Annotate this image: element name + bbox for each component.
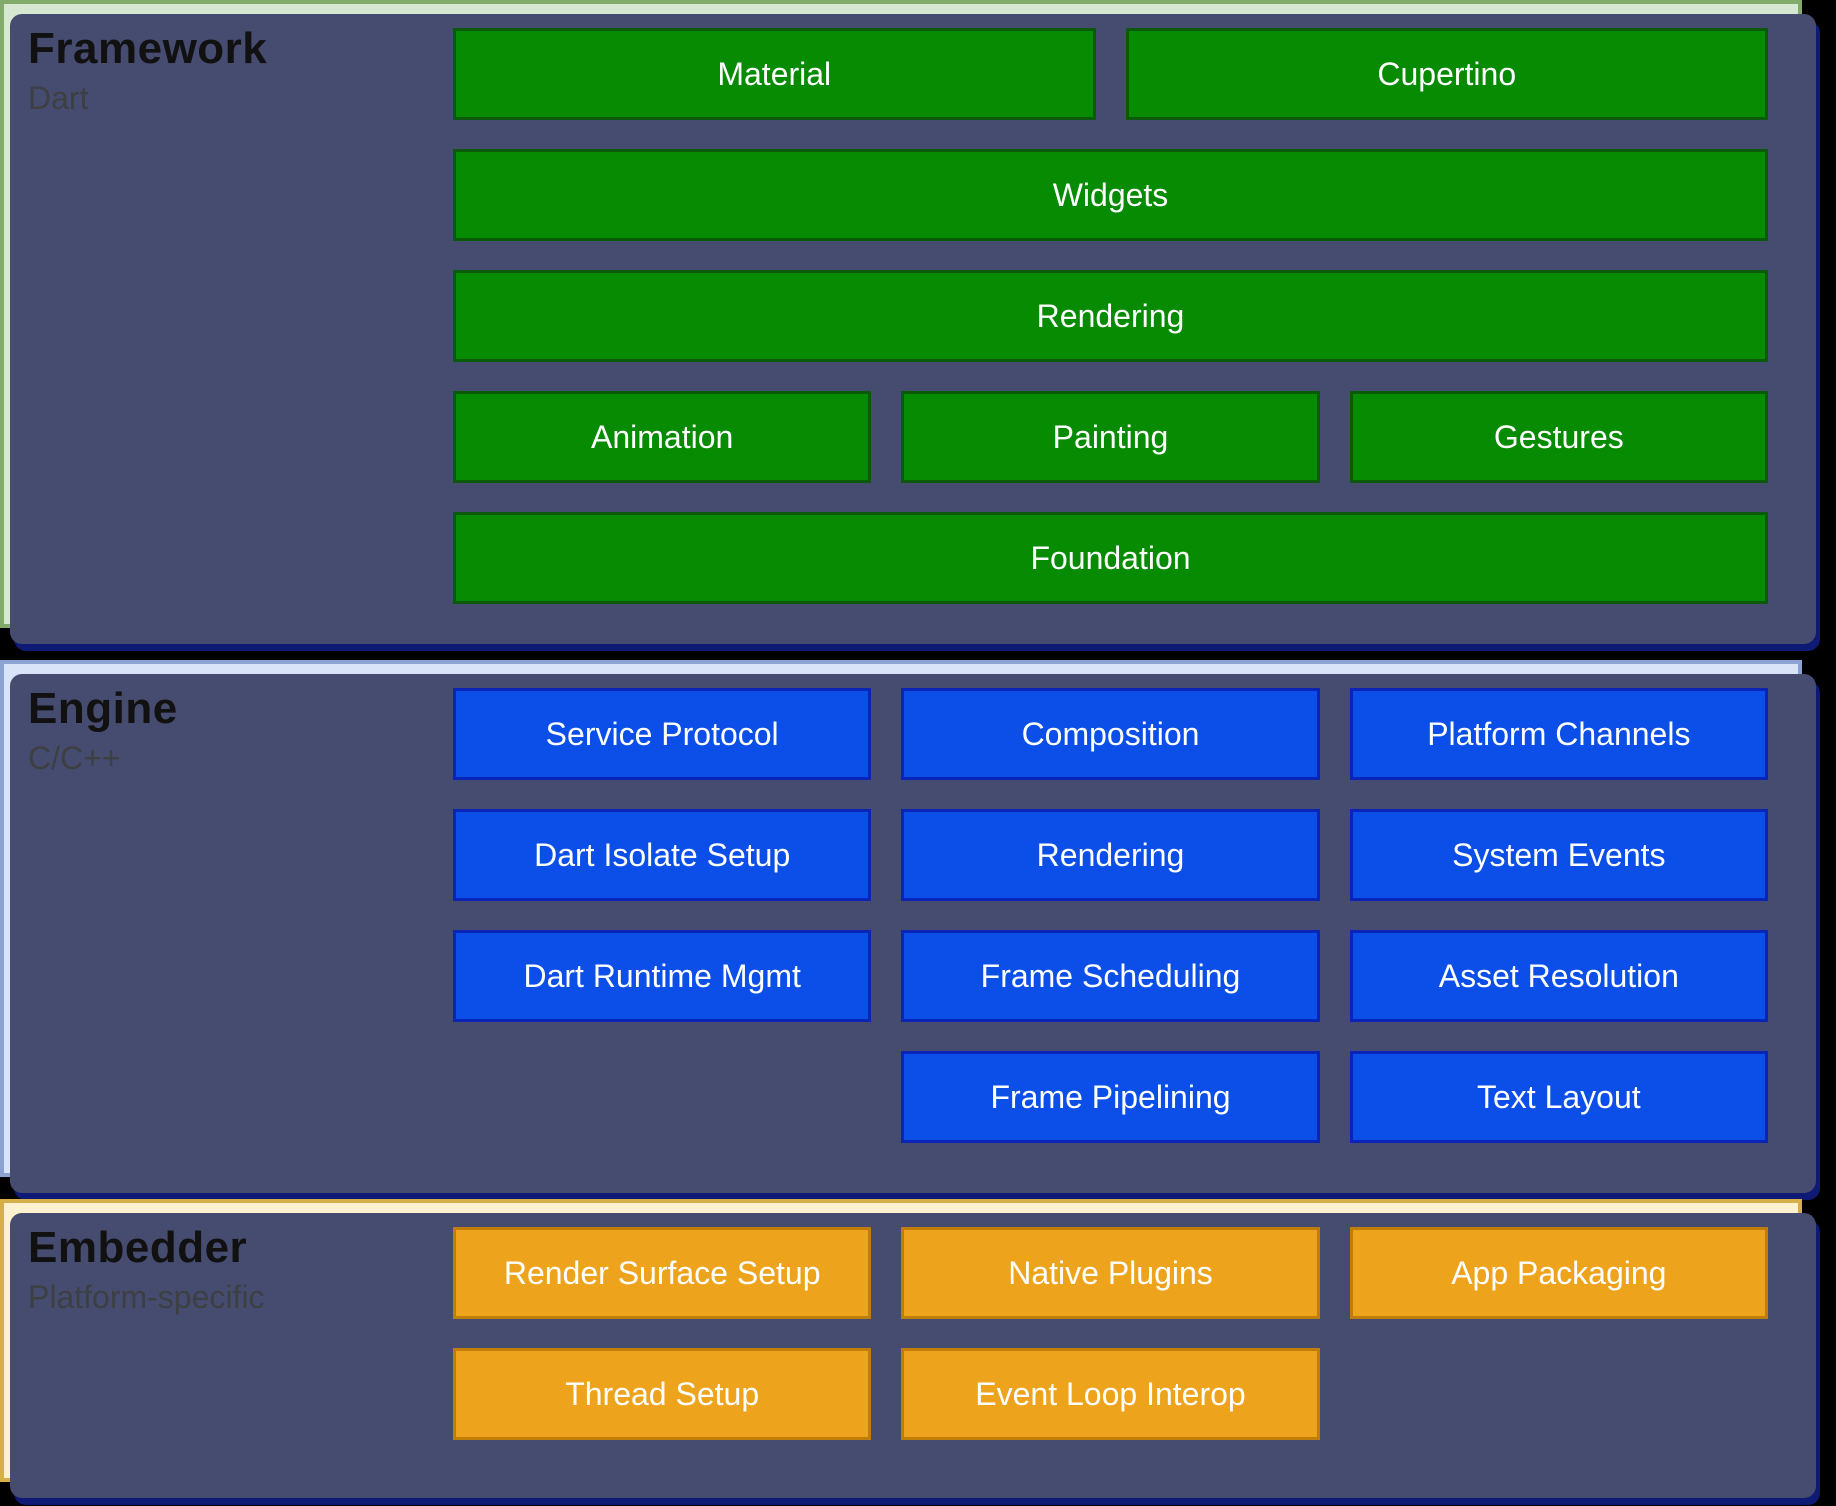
- box-widgets: Widgets: [453, 149, 1768, 241]
- box-thread-setup: Thread Setup: [453, 1348, 872, 1440]
- engine-label: Engine C/C++: [28, 684, 178, 777]
- box-dart-isolate-setup: Dart Isolate Setup: [453, 809, 872, 901]
- engine-panel: Engine C/C++ Service Protocol Composition…: [0, 660, 1816, 1193]
- box-row: Thread Setup Event Loop Interop: [453, 1348, 1768, 1440]
- box-platform-channels: Platform Channels: [1349, 688, 1768, 780]
- box-row: Widgets: [453, 149, 1768, 241]
- box-asset-resolution: Asset Resolution: [1349, 930, 1768, 1022]
- framework-subtitle: Dart: [28, 79, 89, 116]
- framework-label: Framework Dart: [28, 24, 267, 117]
- box-row: Render Surface Setup Native Plugins App Pa…: [453, 1227, 1768, 1319]
- box-animation: Animation: [453, 391, 872, 483]
- empty-cell: [1350, 1348, 1768, 1440]
- engine-title: Engine: [28, 684, 178, 733]
- engine-boxes: Service Protocol Composition Platform Chan…: [453, 688, 1768, 1172]
- box-frame-pipelining: Frame Pipelining: [901, 1051, 1320, 1143]
- box-text-layout: Text Layout: [1349, 1051, 1768, 1143]
- box-foundation: Foundation: [453, 512, 1768, 604]
- box-row: Material Cupertino: [453, 28, 1768, 120]
- box-row: Frame Pipelining Text Layout: [453, 1051, 1768, 1143]
- box-material: Material: [453, 28, 1096, 120]
- box-gestures: Gestures: [1349, 391, 1768, 483]
- box-render-surface-setup: Render Surface Setup: [453, 1227, 872, 1319]
- box-row: Foundation: [453, 512, 1768, 604]
- embedder-subtitle: Platform-specific: [28, 1278, 265, 1315]
- framework-title: Framework: [28, 24, 268, 73]
- box-service-protocol: Service Protocol: [453, 688, 872, 780]
- box-row: Dart Isolate Setup Rendering System Events: [453, 809, 1768, 901]
- box-cupertino: Cupertino: [1125, 28, 1768, 120]
- box-native-plugins: Native Plugins: [901, 1227, 1320, 1319]
- box-row: Dart Runtime Mgmt Frame Scheduling Asset R…: [453, 930, 1768, 1022]
- box-painting: Painting: [901, 391, 1320, 483]
- box-composition: Composition: [901, 688, 1320, 780]
- embedder-title: Embedder: [28, 1223, 248, 1272]
- box-system-events: System Events: [1349, 809, 1768, 901]
- box-app-packaging: App Packaging: [1349, 1227, 1768, 1319]
- box-rendering: Rendering: [901, 809, 1320, 901]
- box-row: Service Protocol Composition Platform Chan…: [453, 688, 1768, 780]
- box-row: Animation Painting Gestures: [453, 391, 1768, 483]
- embedder-label: Embedder Platform-specific: [28, 1223, 265, 1316]
- box-frame-scheduling: Frame Scheduling: [901, 930, 1320, 1022]
- embedder-boxes: Render Surface Setup Native Plugins App Pa…: [453, 1227, 1768, 1469]
- box-rendering: Rendering: [453, 270, 1768, 362]
- empty-cell: [453, 1051, 871, 1143]
- box-dart-runtime-mgmt: Dart Runtime Mgmt: [453, 930, 872, 1022]
- engine-subtitle: C/C++: [28, 739, 121, 776]
- box-row: Rendering: [453, 270, 1768, 362]
- box-event-loop-interop: Event Loop Interop: [901, 1348, 1320, 1440]
- embedder-panel: Embedder Platform-specific Render Surfac…: [0, 1199, 1816, 1498]
